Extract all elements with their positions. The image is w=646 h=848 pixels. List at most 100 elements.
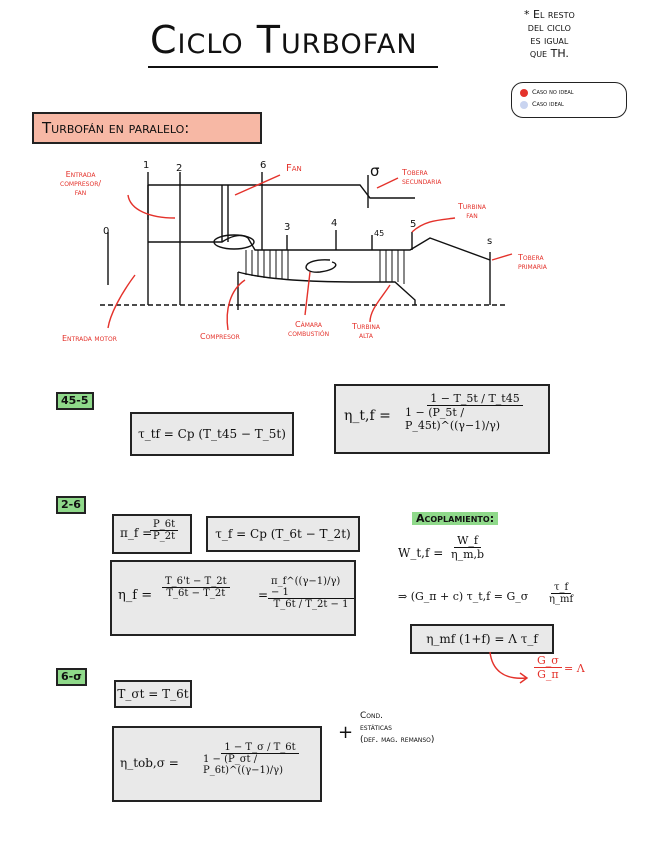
- label-compresor: Compresor: [200, 332, 240, 341]
- legend-label: Caso no ideal: [532, 88, 574, 96]
- pi-f-den: P_2t: [153, 531, 176, 542]
- title-underline: [148, 66, 438, 68]
- acop-boxed-eq: η_mf (1+f) = Λ τ_f: [410, 624, 554, 654]
- station-45: 45: [374, 229, 385, 238]
- label-entrada-compresor: Entrada compresor/ fan: [60, 170, 101, 197]
- eta-tf-fraction: 1 − T_5t / T_t45 1 − (P_5t / P_45t)^((γ−…: [402, 392, 548, 432]
- eta-tf-num: 1 − T_5t / T_t45: [427, 392, 523, 406]
- station-0: 0: [103, 226, 110, 237]
- eta-tob-den: 1 − (P_σt / P_6t)^((γ−1)/γ): [203, 754, 284, 776]
- station-s: s: [487, 236, 493, 247]
- arrow-tobera-sec: [376, 177, 399, 189]
- station-6: 6: [260, 160, 267, 171]
- station-5: 5: [410, 219, 417, 230]
- pi-f-lhs: π_f =: [120, 526, 153, 540]
- eta-tf-lhs: η_t,f =: [344, 408, 391, 424]
- legend-label: Caso ideal: [532, 100, 564, 108]
- cond-line: estáticas: [360, 723, 392, 733]
- label-tobera-secundaria: Tobera secundaria: [402, 168, 441, 186]
- acop-red-frac: G_σ G_π: [534, 654, 562, 681]
- pi-f-box: π_f = P_6t P_2t: [112, 514, 192, 554]
- station-1: 1: [143, 160, 150, 171]
- section-tag-2-6: 2-6: [56, 496, 86, 514]
- label-line: fan: [74, 188, 87, 197]
- section-header: Turbofán en paralelo:: [32, 112, 262, 144]
- eta-f-box: η_f = T_6't − T_2t T_6t − T_2t = π_f^((γ…: [110, 560, 356, 636]
- section-tag-6-sigma: 6-σ: [56, 668, 87, 686]
- eta-f1-num: T_6't − T_2t: [162, 576, 230, 588]
- eta-tob-fraction: 1 − T_σ / T_6t 1 − (P_σt / P_6t)^((γ−1)/…: [200, 742, 320, 776]
- label-line: Turbina: [352, 322, 380, 331]
- pi-f-fraction: P_6t P_2t: [150, 519, 179, 542]
- turbofan-diagram: [100, 172, 513, 331]
- tau-tf-box: τ_tf = Cp (T_t45 − T_5t): [130, 412, 294, 456]
- acoplamiento-title: Acoplamiento:: [412, 512, 499, 525]
- station-2: 2: [176, 163, 183, 174]
- acop-red-num: G_σ: [534, 654, 562, 668]
- legend: Caso no ideal Caso ideal: [511, 82, 627, 118]
- cond-line: (def. mag. remanso): [360, 735, 435, 745]
- eta-tf-den: 1 − (P_5t / P_45t)^((γ−1)/γ): [405, 406, 501, 432]
- label-line: alta: [359, 331, 373, 340]
- acop-red-rhs: = Λ: [564, 662, 585, 675]
- eta-f2-num: π_f^((γ−1)/γ) − 1: [268, 576, 354, 599]
- plus-sign: +: [338, 722, 354, 743]
- label-line: combustión: [288, 329, 330, 338]
- arrow-turbina-fan: [411, 217, 456, 233]
- note: * El resto del ciclo es igual que TH.: [524, 8, 575, 60]
- label-fan: Fan: [286, 163, 302, 174]
- acop-red-arrow: [489, 651, 529, 684]
- note-line: del ciclo: [527, 21, 571, 34]
- section-tag-45-5: 45-5: [56, 392, 94, 410]
- acop-line1-num: W_f: [454, 534, 481, 548]
- station-3: 3: [284, 222, 291, 233]
- pi-f-num: P_6t: [150, 519, 179, 531]
- spinner: [213, 234, 255, 250]
- label-line: compresor/: [60, 179, 102, 188]
- eta-f2-den: T_6t / T_2t − 1: [273, 599, 349, 610]
- acop-red-den: G_π: [537, 668, 559, 681]
- note-line: que TH.: [529, 47, 569, 60]
- arrow-fan: [234, 174, 281, 196]
- eta-tob-lhs: η_tob,σ =: [120, 756, 179, 770]
- note-line: * El resto: [524, 8, 575, 21]
- eta-f1-den: T_6t − T_2t: [166, 588, 226, 599]
- label-line: Entrada: [65, 170, 96, 179]
- arrow-camara: [304, 271, 311, 316]
- legend-dot-ideal: [520, 101, 528, 109]
- label-line: fan: [466, 211, 478, 220]
- inner-body: [237, 271, 416, 305]
- station-4: 4: [331, 218, 338, 229]
- label-entrada-motor: Entrada motor: [62, 334, 117, 343]
- label-line: Turbina: [458, 202, 486, 211]
- arrow-turbina-alta: [369, 284, 391, 323]
- arrow-entrada-compresor: [127, 194, 176, 219]
- label-line: secundaria: [402, 177, 442, 186]
- legend-dot-nonideal: [520, 89, 528, 97]
- nacelle-outline: [148, 184, 415, 199]
- arrow-entrada-motor: [107, 274, 136, 329]
- label-line: Cámara: [295, 320, 323, 329]
- note-line: es igual: [530, 34, 569, 47]
- eta-tob-box: η_tob,σ = 1 − T_σ / T_6t 1 − (P_σt / P_6…: [112, 726, 322, 802]
- label-tobera-primaria: Tobera primaria: [518, 253, 547, 271]
- acop-line1-den: η_m,b: [451, 548, 485, 561]
- page-title: Ciclo Turbofan: [150, 18, 418, 62]
- cond-line: Cond.: [360, 711, 383, 721]
- acop-line1-lhs: W_t,f =: [398, 546, 444, 560]
- label-turbina-fan: Turbina fan: [458, 202, 486, 220]
- core-casing: [148, 234, 491, 261]
- acop-line1-frac: W_f η_m,b: [448, 534, 487, 561]
- eta-f-lhs: η_f =: [118, 588, 153, 603]
- arrow-tobera-prim: [491, 253, 513, 261]
- label-line: Tobera: [518, 253, 544, 262]
- label-line: Tobera: [402, 168, 428, 177]
- eta-f-fraction-1: T_6't − T_2t T_6t − T_2t: [162, 576, 230, 599]
- arrow-compresor: [226, 279, 246, 331]
- label-line: primaria: [518, 262, 547, 271]
- eta-tob-num: 1 − T_σ / T_6t: [221, 742, 299, 754]
- tau-f-box: τ_f = Cp (T_6t − T_2t): [206, 516, 360, 552]
- station-sigma: σ: [370, 162, 380, 180]
- t-sigma-box: T_σt = T_6t: [114, 680, 192, 708]
- cond-note: Cond. estáticas (def. mag. remanso): [360, 710, 434, 746]
